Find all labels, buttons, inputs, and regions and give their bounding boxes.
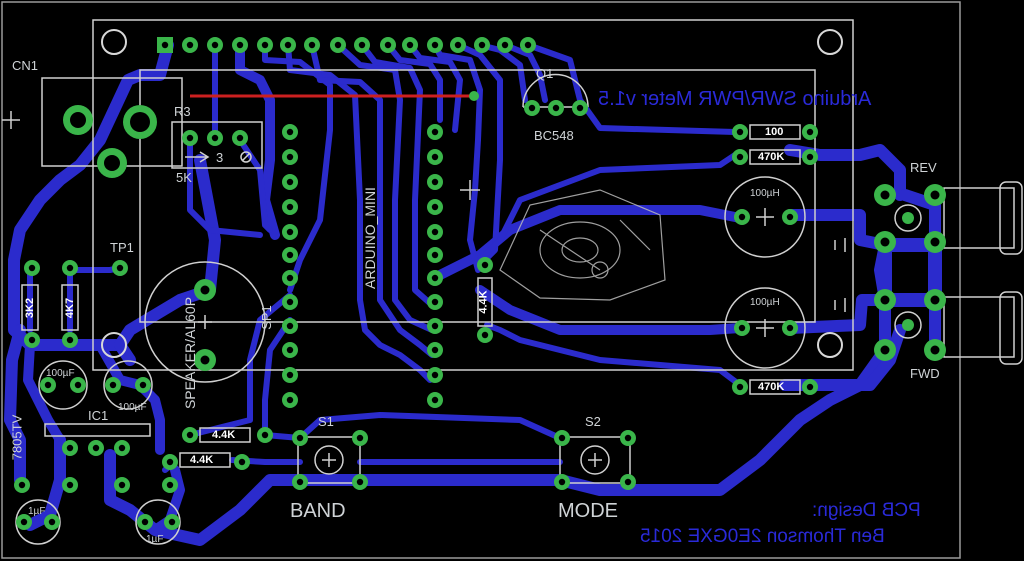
label-r-4k4-b: 4.4K [190, 454, 214, 466]
label-r-100: 100 [765, 126, 784, 138]
cn1-pads [63, 105, 157, 178]
label-q1-part: BC548 [534, 128, 574, 143]
label-inductor-bottom: 100µH [750, 297, 780, 308]
label-inductor-top: 100µH [750, 188, 780, 199]
board-title: Arduino SWR/PWR Meter v1.5 [598, 88, 872, 110]
label-r-4k7: 4K7 [64, 297, 77, 319]
label-speaker: SPEAKER/AL60P [182, 296, 198, 410]
label-r3-marking: 3 [216, 150, 224, 165]
label-sp1: SP1 [258, 305, 274, 330]
credit-line-1: PCB Design: [812, 500, 921, 521]
label-cap-small-left: 1µF [28, 506, 46, 517]
label-s2: S2 [585, 414, 601, 429]
label-r3: R3 [174, 104, 191, 119]
label-mode: MODE [558, 500, 618, 522]
label-ic1: IC1 [88, 408, 109, 423]
label-r3-value: 5K [176, 170, 192, 185]
label-tp1: TP1 [110, 240, 134, 255]
label-fwd: FWD [910, 366, 940, 381]
label-r-4k4-vertical: 4.4K [477, 290, 490, 314]
label-r-470k-bottom: 470K [758, 381, 785, 393]
label-r-4k4-a: 4.4K [212, 429, 236, 441]
hard-drive-image [499, 189, 666, 301]
silkscreen [2, 19, 1023, 545]
label-cap-left: 100µF [46, 368, 75, 379]
component-pads [14, 100, 946, 530]
label-band: BAND [290, 500, 346, 522]
label-r-3k2: 3K2 [24, 297, 37, 319]
label-cn1: CN1 [12, 58, 39, 73]
label-q1: Q1 [536, 66, 554, 81]
label-r-470k-top: 470K [758, 151, 785, 163]
label-cap-right: 100µF [118, 402, 147, 413]
label-cap-small-right: 1µF [146, 534, 164, 545]
label-arduino-mini: ARDUINO_MINI [362, 187, 378, 289]
label-rev: REV [910, 160, 937, 175]
board-outline [1, 1, 961, 559]
label-s1: S1 [318, 414, 334, 429]
label-ic1-part: 7805TV [9, 414, 25, 461]
credit-line-2: Ben Thomson 2E0GXE 2015 [640, 526, 885, 547]
